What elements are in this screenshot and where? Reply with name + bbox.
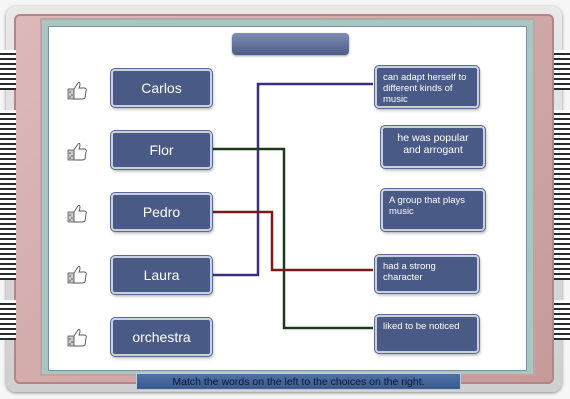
- thumbs-up-icon[interactable]: [66, 263, 88, 285]
- word-tile-pedro[interactable]: Pedro: [111, 193, 212, 231]
- thumbs-up-icon[interactable]: [66, 326, 88, 348]
- thumbs-up-icon[interactable]: [66, 202, 88, 224]
- choice-tile-adapt[interactable]: can adapt herself to different kinds of …: [375, 66, 479, 108]
- thumbs-up-icon[interactable]: [66, 79, 88, 101]
- activity-title: [232, 33, 349, 55]
- word-tile-carlos[interactable]: Carlos: [111, 69, 212, 107]
- piano-keys-right: [554, 50, 570, 340]
- instruction-bar: Match the words on the left to the choic…: [136, 373, 461, 390]
- choice-tile-noticed[interactable]: liked to be noticed: [375, 315, 479, 353]
- match-line-laura: [212, 82, 373, 277]
- word-tile-flor[interactable]: Flor: [111, 131, 212, 169]
- thumbs-up-icon[interactable]: [66, 140, 88, 162]
- word-tile-orchestra[interactable]: orchestra: [111, 318, 212, 356]
- match-line-pedro: [212, 210, 373, 272]
- choice-tile-popular[interactable]: he was popular and arrogant: [381, 126, 485, 168]
- piano-keys-left: [0, 50, 16, 340]
- choice-tile-group[interactable]: A group that plays music: [381, 189, 485, 231]
- match-line-flor: [212, 147, 373, 330]
- choice-tile-strong[interactable]: had a strong character: [375, 255, 479, 293]
- word-tile-laura[interactable]: Laura: [111, 256, 212, 294]
